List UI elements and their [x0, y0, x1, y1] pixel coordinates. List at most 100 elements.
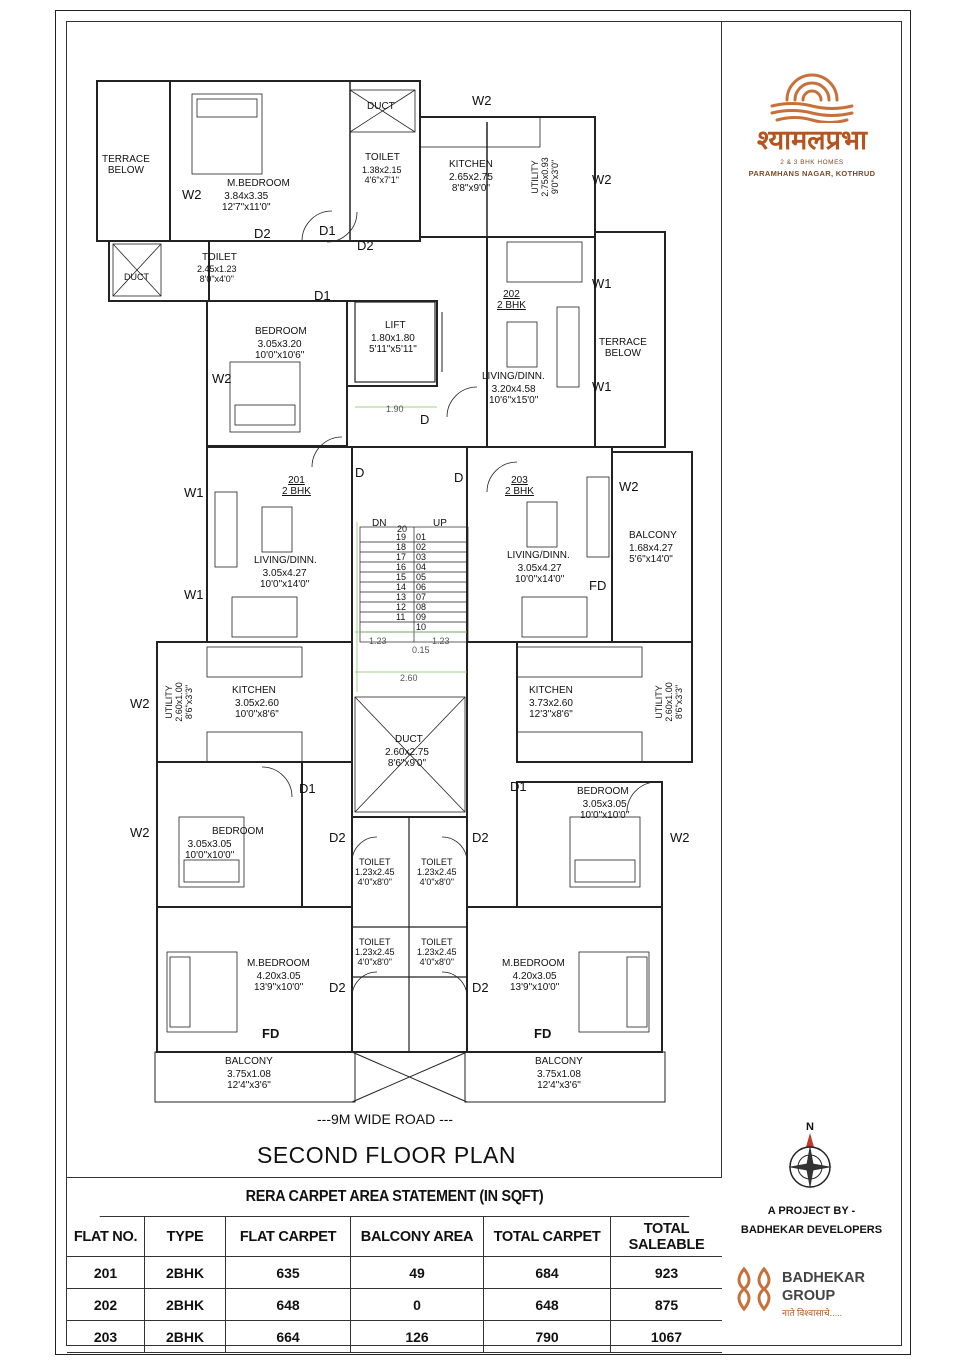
stair-step-number: 02 [416, 542, 427, 552]
north-compass-icon: N [788, 1121, 832, 1189]
stair-step-number: 05 [416, 572, 427, 582]
toilet-top-name: TOILET [365, 152, 400, 163]
table-row: 201 2BHK 635 49 684 923 [67, 1256, 722, 1289]
window-w2: W2 [670, 830, 690, 845]
window-w2: W2 [212, 371, 232, 386]
toilet-top-dims: 1.38x2.15 4'6"x7'1" [362, 165, 402, 185]
cell-total-saleable: 1067 [610, 1320, 722, 1353]
cell-total-saleable: 875 [610, 1288, 722, 1321]
stair-step-number: 07 [416, 592, 427, 602]
mbed-202-dims: 3.84x3.35 12'7"x11'0" [222, 191, 271, 213]
flat-202-label: 202 2 BHK [497, 289, 526, 311]
kitchen-203-name: KITCHEN [529, 685, 573, 696]
sunrise-icon [770, 73, 854, 123]
utility-203-label: UTILITY 2.60x1.00 8'6"x3'3" [653, 682, 684, 722]
kitchen-201-dims: 3.05x2.60 10'0"x8'6" [235, 698, 279, 720]
bed-203-name: BEDROOM [577, 786, 629, 797]
duct-center-name: DUCT [395, 734, 423, 745]
kitchen-202-name: KITCHEN [449, 159, 493, 170]
stair-step-number: 19 [396, 532, 407, 542]
door-d2: D2 [472, 830, 489, 845]
door-d1: D1 [510, 779, 527, 794]
stair-step-number: 12 [396, 602, 407, 612]
col-header: BALCONY AREA [350, 1217, 484, 1257]
flat-201-label: 201 2 BHK [282, 475, 311, 497]
duct-top-label: DUCT [367, 101, 395, 112]
stair-step-number: 13 [396, 592, 407, 602]
col-header: TOTAL SALEABLE [610, 1217, 722, 1257]
dim-015: 0.15 [412, 645, 430, 655]
rera-statement: RERA CARPET AREA STATEMENT (IN SQFT) FLA… [67, 1177, 722, 1353]
group-name: BADHEKAR GROUP [782, 1269, 865, 1305]
toilet-c4-label: TOILET 1.23x2.45 4'0"x8'0" [417, 937, 457, 967]
stair-step-number: 18 [396, 542, 407, 552]
door-d2: D2 [472, 980, 489, 995]
door-d2: D2 [329, 980, 346, 995]
project-name: श्यामलप्रभा [757, 125, 867, 156]
group-name-line2: GROUP [782, 1288, 836, 1304]
cell-total-saleable: 923 [610, 1256, 722, 1289]
balcony-203b-name: BALCONY [535, 1056, 583, 1067]
cell-flat-no: 203 [67, 1320, 145, 1353]
col-header: TYPE [144, 1217, 226, 1257]
mbed-201-name: M.BEDROOM [247, 958, 310, 969]
duct-center-dims: 2.60x2.75 8'6"x9'0" [385, 747, 429, 769]
window-w1: W1 [184, 485, 204, 500]
balcony-201-dims: 3.75x1.08 12'4"x3'6" [227, 1069, 271, 1091]
door-d: D [454, 470, 464, 485]
col-header: FLAT CARPET [225, 1217, 351, 1257]
cell-flat-carpet: 648 [225, 1288, 351, 1321]
floor-plan-drawing [96, 80, 693, 1103]
terrace-left-label: TERRACE BELOW [102, 154, 150, 176]
window-w2: W2 [182, 187, 202, 202]
toilet-c1-label: TOILET 1.23x2.45 4'0"x8'0" [355, 857, 395, 887]
mbed-203-dims: 4.20x3.05 13'9"x10'0" [510, 971, 560, 993]
stair-step-number: 10 [416, 622, 427, 632]
drawing-sheet: TERRACE BELOW M.BEDROOM 3.84x3.35 12'7"x… [55, 10, 911, 1355]
dim-260: 2.60 [400, 673, 418, 683]
balcony-203-dims: 1.68x4.27 5'6"x14'0" [629, 543, 673, 565]
living-202-dims: 3.20x4.58 10'6"x15'0" [489, 384, 539, 406]
cell-flat-carpet: 635 [225, 1256, 351, 1289]
cell-balcony-area: 126 [350, 1320, 484, 1353]
stair-step-number: 01 [416, 532, 427, 542]
stair-step-number: 17 [396, 552, 407, 562]
window-w2: W2 [130, 825, 150, 840]
statement-title: RERA CARPET AREA STATEMENT (IN SQFT) [99, 1178, 690, 1217]
toilet-c3-label: TOILET 1.23x2.45 4'0"x8'0" [355, 937, 395, 967]
door-d2: D2 [357, 238, 374, 253]
door-d: D [420, 412, 430, 427]
stair-step-number: 14 [396, 582, 407, 592]
toilet-c2-label: TOILET 1.23x2.45 4'0"x8'0" [417, 857, 457, 887]
table-row: 203 2BHK 664 126 790 1067 [67, 1320, 722, 1353]
kitchen-201-name: KITCHEN [232, 685, 276, 696]
door-d1: D1 [314, 288, 331, 303]
group-name-line1: BADHEKAR [782, 1270, 865, 1286]
stair-down-label: DN [372, 518, 387, 529]
stair-step-number: 16 [396, 562, 407, 572]
door-fd: FD [534, 1026, 552, 1041]
cell-flat-no: 202 [67, 1288, 145, 1321]
col-header: TOTAL CARPET [483, 1217, 611, 1257]
window-w1: W1 [184, 587, 204, 602]
flat-203-label: 203 2 BHK [505, 475, 534, 497]
stair-step-number: 20 [397, 524, 408, 534]
door-d1: D1 [319, 223, 336, 238]
cell-flat-carpet: 664 [225, 1320, 351, 1353]
project-by-line1: A PROJECT BY - [767, 1205, 856, 1217]
living-201-dims: 3.05x4.27 10'0"x14'0" [260, 568, 310, 590]
stair-step-number: 06 [416, 582, 427, 592]
bed-203-dims: 3.05x3.05 10'0"x10'0" [580, 799, 630, 821]
cell-flat-no: 201 [67, 1256, 145, 1289]
door-d2: D2 [329, 830, 346, 845]
col-header: FLAT NO. [67, 1217, 145, 1257]
project-tagline: 2 & 3 BHK HOMES [780, 159, 844, 166]
dim-190: 1.90 [386, 404, 404, 414]
stair-step-number: 11 [396, 612, 406, 622]
living-201-name: LIVING/DINN. [254, 555, 317, 566]
badhekar-group-logo [737, 1266, 771, 1312]
balcony-201-name: BALCONY [225, 1056, 273, 1067]
cell-total-carpet: 648 [483, 1288, 611, 1321]
bed-201-name: BEDROOM [212, 826, 264, 837]
door-d: D [355, 465, 365, 480]
